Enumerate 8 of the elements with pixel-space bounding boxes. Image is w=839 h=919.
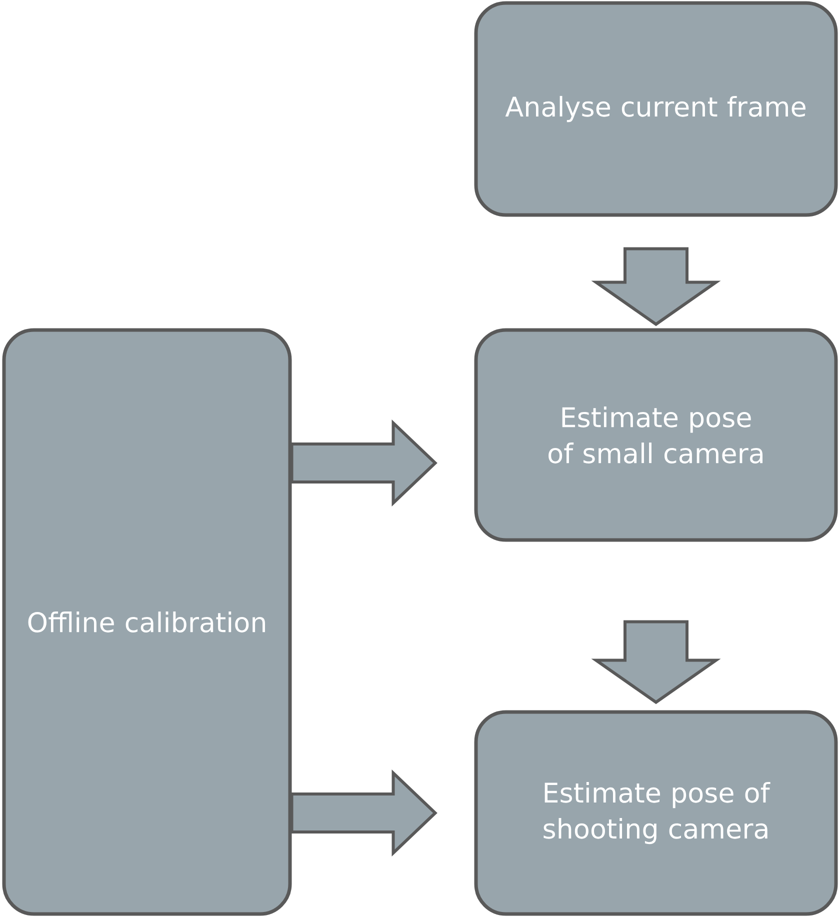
block-arrow	[290, 420, 438, 506]
block-arrow	[591, 620, 721, 704]
block-arrow	[290, 770, 438, 856]
process-box: Offline calibration	[2, 328, 292, 916]
process-box: Estimate pose of small camera	[474, 328, 838, 542]
block-arrow	[591, 247, 721, 326]
process-box: Estimate pose of shooting camera	[474, 710, 838, 916]
process-box: Analyse current frame	[474, 1, 838, 217]
